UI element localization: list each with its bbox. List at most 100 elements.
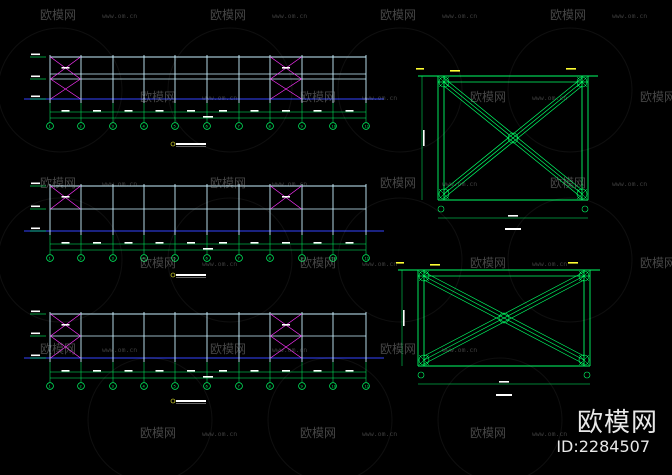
leader-label [416,68,424,70]
level-text [31,182,40,185]
dimension-text [155,370,164,372]
level-text [31,95,40,98]
watermark-ring [87,357,213,475]
elevation-title [176,274,206,276]
watermark-url-repeat: www.om.cn [272,12,307,20]
bracing-detail-top [416,68,598,230]
axis-label: 6 [206,385,209,389]
axis-label: 1 [49,125,51,129]
watermark-url-repeat: www.om.cn [102,12,137,20]
axis-bubble [46,254,54,262]
axis-bubble [298,382,306,390]
detail-brace [423,271,585,357]
axis-label: 7 [238,257,240,261]
axis-bubble [46,382,54,390]
watermark-brand-repeat: 欧模网 [40,342,76,356]
watermark-url-repeat: www.om.cn [202,94,237,102]
watermark-brand-repeat: 欧模网 [550,8,586,22]
gusset-plate [418,270,430,282]
watermark-brand-repeat: 欧模网 [380,176,416,190]
watermark-url-repeat: www.om.cn [362,94,397,102]
axis-bubble [203,382,211,390]
leader-label [430,264,440,266]
brace-tag [61,67,70,69]
dimension-text [250,370,259,372]
watermark-brand-repeat: 欧模网 [640,90,672,104]
axis-label: 9 [301,257,304,261]
gusset-plate [576,76,588,88]
base-bubble [437,205,445,213]
dimension-text [219,242,227,244]
axis-label: 4 [143,257,146,261]
detail-caption [505,228,521,230]
gusset-plate [578,354,590,366]
detail-caption [496,394,512,396]
axis-bubble [362,254,370,262]
base-bubble [417,371,425,379]
dimension-text [61,110,70,112]
axis-label: 6 [206,125,209,129]
watermark-ring [507,27,633,153]
axis-label: 6 [206,257,209,261]
dimension-text [187,370,195,372]
dimension-text [499,381,509,383]
base-bubble [581,205,589,213]
axis-bubble [362,122,370,130]
watermark-url-repeat: www.om.cn [272,180,307,188]
brace-tag [282,324,290,326]
base-bubble [583,371,591,379]
watermark-brand-repeat: 欧模网 [470,256,506,270]
watermark-ring [437,357,563,475]
axis-label: 11 [365,385,370,389]
axis-label: 9 [301,385,304,389]
bracing-detail-bottom [396,262,600,396]
axis-bubble [77,254,85,262]
gusset-hatch [438,188,450,200]
axis-label: 3 [112,385,114,389]
wall-brace [50,78,81,100]
axis-label: 10 [332,385,337,389]
watermark-url-repeat: www.om.cn [442,180,477,188]
level-text [31,332,40,335]
dimension-text [313,110,322,112]
title-marker [170,272,176,278]
brace-tag [61,196,70,198]
axis-label: 7 [238,385,240,389]
watermark-url-repeat: www.om.cn [102,346,137,354]
title-marker [170,141,176,147]
watermark-brand-repeat: 欧模网 [640,256,672,270]
center-plate [507,132,519,144]
dimension-text [61,370,70,372]
gusset-hatch [578,270,590,282]
dimension-text [282,370,290,372]
axis-bubble [235,122,243,130]
gusset-hatch [418,354,430,366]
dimension-text [187,110,195,112]
watermark-brand-repeat: 欧模网 [300,256,336,270]
axis-label: 1 [49,257,51,261]
wall-brace [50,335,81,359]
dimension-text [282,110,290,112]
axis-bubble [266,122,274,130]
watermark-url-repeat: www.om.cn [362,260,397,268]
dimension-text [345,242,354,244]
watermark-url-repeat: www.om.cn [362,430,397,438]
axis-bubble [298,122,306,130]
watermark-url-repeat: www.om.cn [532,94,567,102]
dimension-text [124,110,133,112]
detail-brace [443,77,583,191]
watermark-brand: 欧模网 [576,408,658,438]
gusset-hatch [418,270,430,282]
axis-bubble [298,254,306,262]
watermark-brand-repeat: 欧模网 [140,256,176,270]
brace-tag [61,324,70,326]
watermark-url-repeat: www.om.cn [612,180,647,188]
dimension-text [61,242,70,244]
watermark-url-repeat: www.om.cn [442,346,477,354]
detail-brace [443,81,583,195]
